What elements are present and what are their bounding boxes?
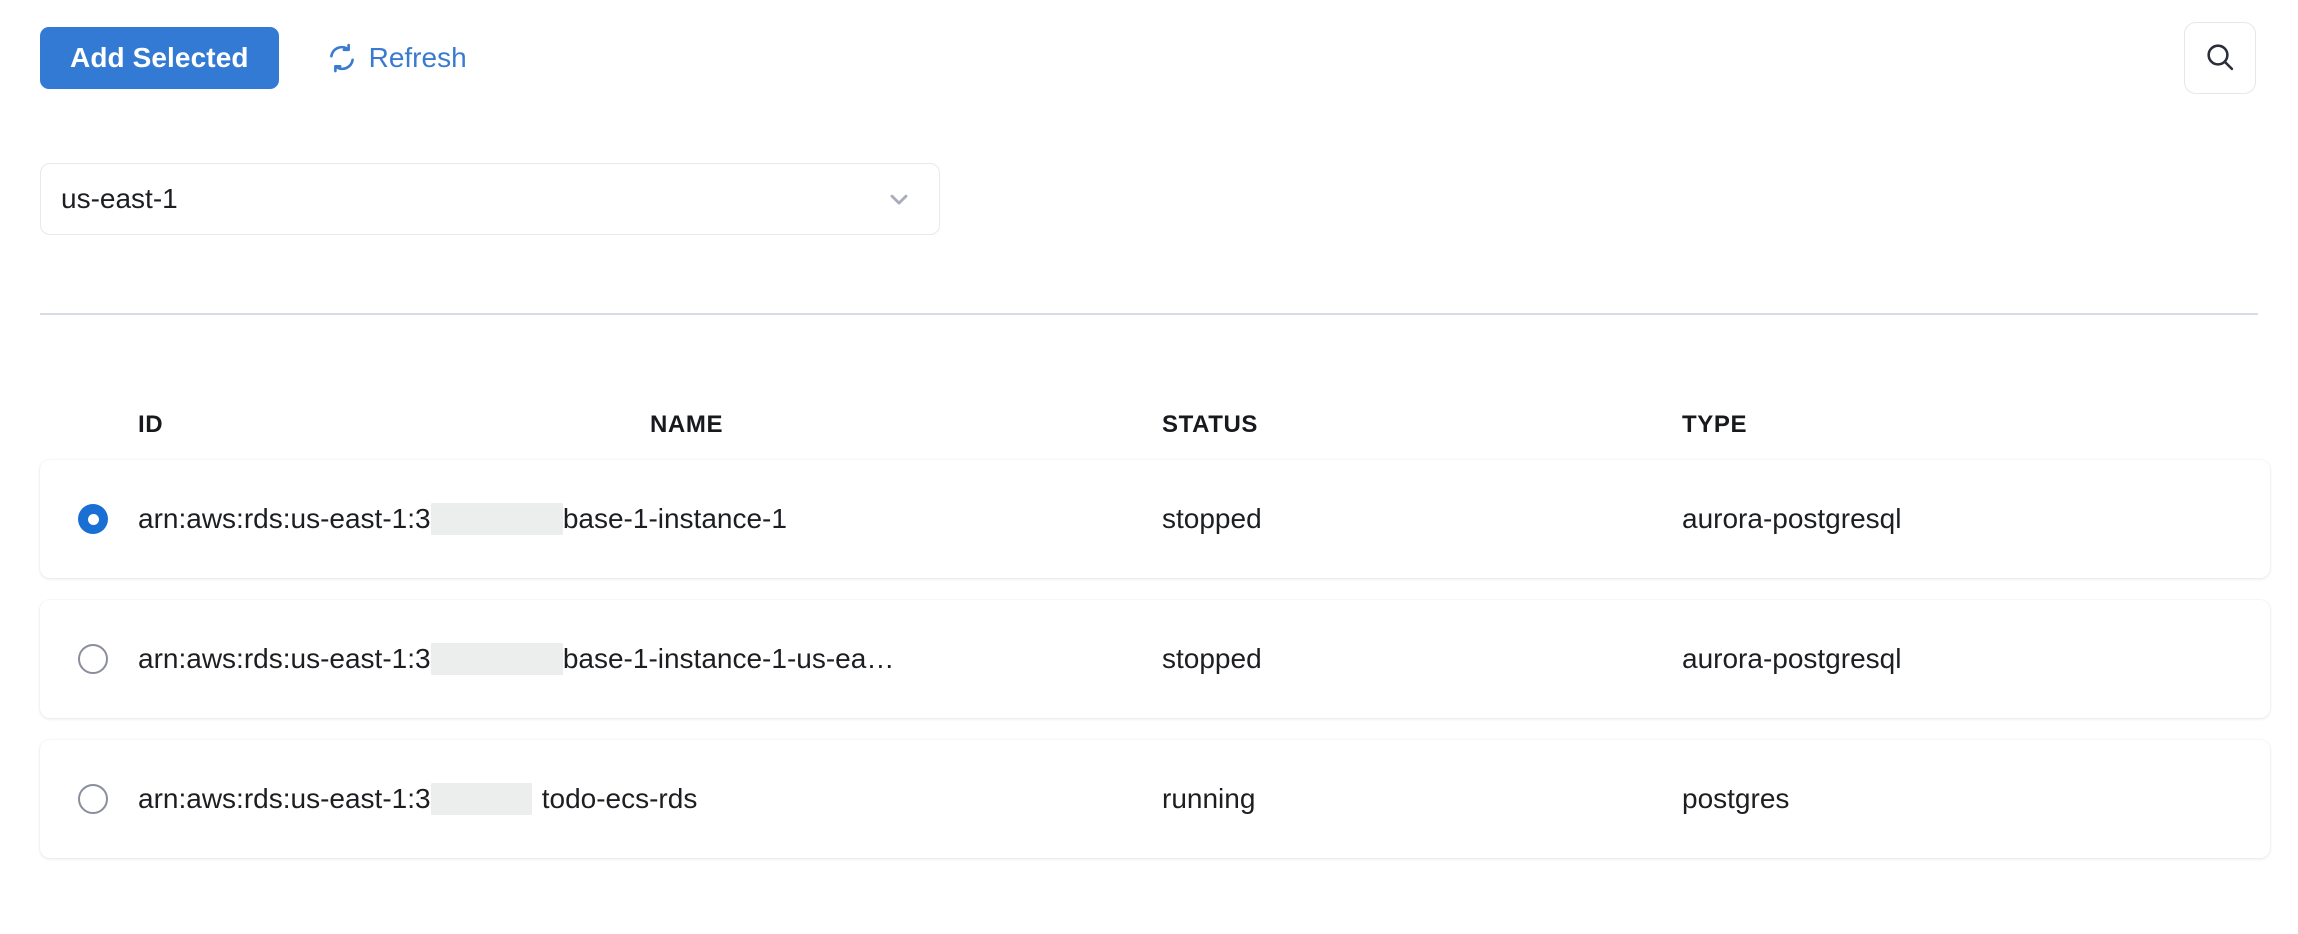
radio-button[interactable]	[78, 784, 108, 814]
table-row[interactable]: arn:aws:rds:us-east-1:3 todo-ecs-rds run…	[40, 740, 2270, 858]
section-divider	[40, 313, 2258, 315]
row-select-cell[interactable]	[40, 644, 138, 674]
cell-id: arn:aws:rds:us-east-1:3 base-1-instance-…	[138, 503, 1162, 535]
cell-type: postgres	[1682, 783, 1790, 814]
table-header-row: ID NAME STATUS TYPE	[40, 390, 2270, 460]
arn-redacted	[430, 503, 563, 535]
refresh-label: Refresh	[368, 42, 467, 73]
arn-suffix: todo-ecs-rds	[541, 783, 698, 814]
cell-type: aurora-postgresql	[1682, 643, 1902, 674]
table-row[interactable]: arn:aws:rds:us-east-1:3 base-1-instance-…	[40, 600, 2270, 718]
region-select[interactable]: us-east-1	[40, 163, 940, 235]
arn-prefix: arn:aws:rds:us-east-1:3	[138, 783, 431, 814]
column-header-status: STATUS	[1162, 411, 1259, 438]
arn-prefix: arn:aws:rds:us-east-1:3	[138, 643, 431, 674]
row-select-cell[interactable]	[40, 784, 138, 814]
cell-status: running	[1162, 783, 1256, 814]
add-selected-button[interactable]: Add Selected	[40, 27, 279, 89]
arn-suffix: base-1-instance-1-us-ea…	[562, 643, 895, 674]
arn-redacted	[430, 643, 563, 675]
cell-status: stopped	[1162, 643, 1262, 674]
column-header-id: ID	[138, 411, 164, 438]
arn-value: arn:aws:rds:us-east-1:3 todo-ecs-rds	[138, 783, 697, 815]
cell-id: arn:aws:rds:us-east-1:3 base-1-instance-…	[138, 643, 1162, 675]
arn-value: arn:aws:rds:us-east-1:3 base-1-instance-…	[138, 503, 787, 535]
cell-status: stopped	[1162, 503, 1262, 534]
chevron-down-icon	[885, 185, 913, 213]
column-header-type: TYPE	[1682, 411, 1748, 438]
arn-suffix: base-1-instance-1	[562, 503, 787, 534]
refresh-button[interactable]: Refresh	[323, 36, 471, 80]
search-button[interactable]	[2184, 22, 2256, 94]
column-header-name: NAME	[650, 411, 724, 438]
toolbar: Add Selected Refresh	[0, 0, 2298, 116]
table-row[interactable]: arn:aws:rds:us-east-1:3 base-1-instance-…	[40, 460, 2270, 578]
search-icon	[2203, 40, 2237, 77]
arn-value: arn:aws:rds:us-east-1:3 base-1-instance-…	[138, 643, 894, 675]
row-select-cell[interactable]	[40, 504, 138, 534]
instances-table: ID NAME STATUS TYPE arn:aws:rds:us-east-…	[40, 390, 2270, 880]
arn-prefix: arn:aws:rds:us-east-1:3	[138, 503, 431, 534]
radio-button[interactable]	[78, 504, 108, 534]
arn-redacted	[430, 783, 532, 815]
cell-type: aurora-postgresql	[1682, 503, 1902, 534]
region-select-value: us-east-1	[61, 183, 178, 214]
region-filter: us-east-1	[40, 163, 940, 235]
radio-button[interactable]	[78, 644, 108, 674]
cell-id: arn:aws:rds:us-east-1:3 todo-ecs-rds	[138, 783, 1162, 815]
refresh-icon	[327, 43, 357, 73]
